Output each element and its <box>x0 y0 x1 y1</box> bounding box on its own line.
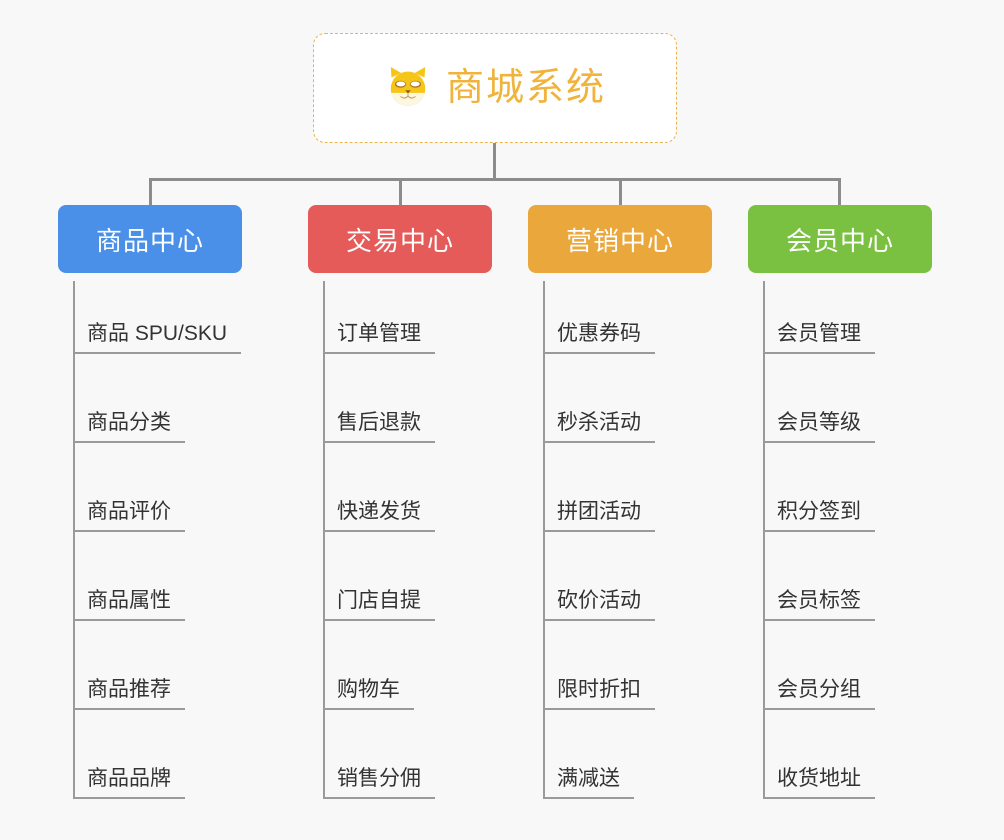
category-label: 商品中心 <box>95 225 204 256</box>
category-box-marketing-center[interactable]: 营销中心 <box>528 205 712 273</box>
root-stem-connector <box>493 143 496 181</box>
leaf-item[interactable]: 会员管理 <box>763 322 875 355</box>
leaf-item-label: 积分签到 <box>763 500 875 533</box>
spine-product-center <box>73 281 75 797</box>
leaf-item-label: 会员管理 <box>763 322 875 355</box>
leaf-item[interactable]: 会员标签 <box>763 589 875 622</box>
leaf-item[interactable]: 收货地址 <box>763 767 875 800</box>
leaf-item[interactable]: 积分签到 <box>763 500 875 533</box>
category-label: 交易中心 <box>345 225 454 256</box>
spine-trade-center <box>323 281 325 797</box>
drop-connector-trade-center <box>399 178 402 206</box>
leaf-item[interactable]: 售后退款 <box>323 411 435 444</box>
leaf-item-label: 售后退款 <box>323 411 435 444</box>
leaf-item-label: 销售分佣 <box>323 767 435 800</box>
leaf-item-label: 商品分类 <box>73 411 185 444</box>
leaf-item[interactable]: 满减送 <box>543 767 634 800</box>
leaf-item[interactable]: 商品分类 <box>73 411 185 444</box>
leaf-item[interactable]: 商品评价 <box>73 500 185 533</box>
root-node[interactable]: 商城系统 <box>313 33 677 143</box>
leaf-item[interactable]: 购物车 <box>323 678 414 711</box>
shiba-dog-icon <box>390 67 426 107</box>
leaf-item-label: 会员分组 <box>763 678 875 711</box>
leaf-item[interactable]: 秒杀活动 <box>543 411 655 444</box>
leaf-item-label: 砍价活动 <box>543 589 655 622</box>
leaf-item-label: 会员等级 <box>763 411 875 444</box>
spine-member-center <box>763 281 765 797</box>
leaf-item[interactable]: 快递发货 <box>323 500 435 533</box>
leaf-item[interactable]: 商品推荐 <box>73 678 185 711</box>
leaf-item[interactable]: 会员分组 <box>763 678 875 711</box>
leaf-item-label: 商品评价 <box>73 500 185 533</box>
leaf-item-label: 收货地址 <box>763 767 875 800</box>
leaf-item[interactable]: 会员等级 <box>763 411 875 444</box>
leaf-item-label: 订单管理 <box>323 322 435 355</box>
leaf-item-label: 商品 SPU/SKU <box>73 322 242 355</box>
category-label: 营销中心 <box>565 225 674 256</box>
category-label: 会员中心 <box>785 225 894 256</box>
leaf-item-label: 商品属性 <box>73 589 185 622</box>
leaf-item[interactable]: 拼团活动 <box>543 500 655 533</box>
drop-connector-product-center <box>149 178 152 206</box>
leaf-item[interactable]: 商品 SPU/SKU <box>73 322 242 355</box>
leaf-item-label: 商品品牌 <box>73 767 185 800</box>
root-label: 商城系统 <box>445 67 606 109</box>
leaf-item-label: 门店自提 <box>323 589 435 622</box>
leaf-item-label: 快递发货 <box>323 500 435 533</box>
leaf-item-label: 购物车 <box>323 678 414 711</box>
leaf-item[interactable]: 销售分佣 <box>323 767 435 800</box>
leaf-item[interactable]: 限时折扣 <box>543 678 655 711</box>
horizontal-bus-connector <box>149 178 841 181</box>
category-box-product-center[interactable]: 商品中心 <box>58 205 242 273</box>
category-box-trade-center[interactable]: 交易中心 <box>308 205 492 273</box>
leaf-item-label: 限时折扣 <box>543 678 655 711</box>
category-box-member-center[interactable]: 会员中心 <box>748 205 932 273</box>
leaf-item-label: 拼团活动 <box>543 500 655 533</box>
leaf-item[interactable]: 商品品牌 <box>73 767 185 800</box>
leaf-item[interactable]: 商品属性 <box>73 589 185 622</box>
leaf-item-label: 商品推荐 <box>73 678 185 711</box>
leaf-item-label: 满减送 <box>543 767 634 800</box>
leaf-item[interactable]: 订单管理 <box>323 322 435 355</box>
leaf-item[interactable]: 优惠券码 <box>543 322 655 355</box>
leaf-item[interactable]: 砍价活动 <box>543 589 655 622</box>
leaf-item-label: 秒杀活动 <box>543 411 655 444</box>
drop-connector-member-center <box>838 178 841 206</box>
leaf-item[interactable]: 门店自提 <box>323 589 435 622</box>
spine-marketing-center <box>543 281 545 797</box>
drop-connector-marketing-center <box>619 178 622 206</box>
leaf-item-label: 会员标签 <box>763 589 875 622</box>
leaf-item-label: 优惠券码 <box>543 322 655 355</box>
